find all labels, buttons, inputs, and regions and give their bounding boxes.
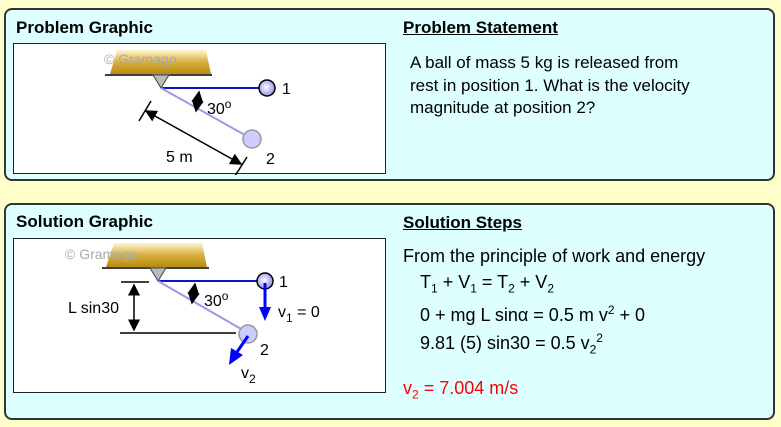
v1-label: v1 = 0 [278, 304, 320, 325]
ceiling-support [110, 50, 211, 74]
watermark: © Gramago [104, 51, 177, 67]
ball-position-1 [258, 79, 276, 97]
problem-statement-title: Problem Statement [403, 18, 558, 37]
problem-statement: A ball of mass 5 kg is released from res… [410, 52, 690, 120]
answer: v2 = 7.004 m/s [403, 378, 519, 402]
position-2-label: 2 [266, 151, 275, 168]
solution-steps-title: Solution Steps [403, 213, 522, 232]
problem-graphic: © Gramago 30o 5 m 1 2 [13, 43, 386, 177]
height-label: L sin30 [68, 300, 119, 317]
angle-label: 30o [207, 97, 232, 118]
position-1-label: 1 [282, 81, 291, 98]
solution-graphic-title: Solution Graphic [16, 212, 153, 231]
problem-graphic-title: Problem Graphic [16, 18, 153, 37]
ball-position-2 [242, 129, 262, 149]
solution-intro: From the principle of work and energy [403, 246, 706, 266]
length-label: 5 m [166, 149, 193, 166]
equation-3: 9.81 (5) sin30 = 0.5 v22 [420, 331, 603, 357]
problem-panel: Problem Graphic © Gramago 30o 5 m 1 [4, 8, 775, 181]
equation-2: 0 + mg L sinα = 0.5 m v2 + 0 [420, 303, 646, 325]
statement-line: A ball of mass 5 kg is released from [410, 53, 679, 72]
angle-label: 30o [204, 289, 229, 310]
solution-panel: Solution Graphic © Gramago 30o L sin30 v… [4, 203, 775, 420]
equation-1: T1 + V1 = T2 + V2 [420, 272, 554, 296]
ball-position-2 [238, 324, 258, 344]
pivot [149, 267, 167, 282]
statement-line: magnitude at position 2? [410, 98, 596, 117]
solution-graphic: © Gramago 30o L sin30 v1 = 0 v2 1 2 [13, 238, 386, 393]
position-2-label: 2 [260, 342, 269, 359]
v2-arrow [235, 335, 250, 353]
watermark: © Gramago [65, 246, 138, 262]
pivot [152, 74, 170, 89]
position-1-label: 1 [279, 274, 288, 291]
v2-label: v2 [241, 365, 256, 386]
statement-line: rest in position 1. What is the velocity [410, 75, 690, 95]
